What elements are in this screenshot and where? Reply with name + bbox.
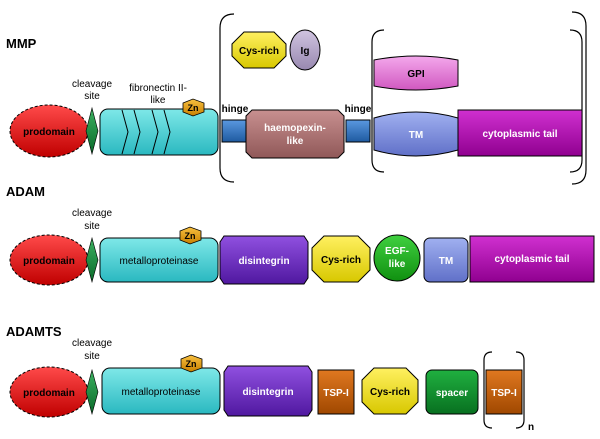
mmp-gpi: GPI [373, 55, 459, 91]
adam-disintegrin: disintegrin [219, 235, 309, 285]
svg-text:Zn: Zn [186, 359, 197, 369]
mmp-bracket-right [571, 11, 587, 185]
adamts-zn-icon: Zn [180, 354, 203, 373]
svg-text:disintegrin: disintegrin [238, 256, 289, 267]
adam-metalloproteinase: metalloproteinase [99, 237, 219, 283]
adamts-repeat-bracket-right [515, 351, 525, 429]
svg-text:prodomain: prodomain [23, 127, 75, 138]
adamts-repeat-n: n [528, 422, 534, 433]
mmp-ig: Ig [289, 29, 321, 71]
mmp-fibronectin-catalytic: fibronectin II- like [99, 83, 219, 156]
adam-tm: TM [423, 237, 469, 283]
svg-text:TSP-I: TSP-I [323, 388, 349, 399]
mmp-zn-icon: Zn [182, 98, 205, 117]
mmp-prodomain: prodomain [9, 104, 89, 158]
section-title-adam: ADAM [6, 184, 45, 199]
adamts-cleavage-site: cleavage site [72, 338, 112, 416]
mmp-hinge-2: hinge [345, 104, 372, 143]
mmp-hinge-1: hinge [221, 104, 249, 143]
adamts-metalloproteinase: metalloproteinase [101, 367, 221, 415]
svg-text:Zn: Zn [185, 231, 196, 241]
svg-text:prodomain: prodomain [23, 388, 75, 399]
adam-cleavage-site: cleavage site [72, 208, 112, 284]
svg-text:hinge: hinge [222, 104, 249, 115]
svg-text:like: like [389, 259, 406, 270]
svg-text:site: site [84, 351, 100, 362]
svg-text:cytoplasmic tail: cytoplasmic tail [494, 254, 569, 265]
section-title-mmp: MMP [6, 36, 37, 51]
mmp-bracket-left [219, 13, 235, 183]
svg-text:Cys-rich: Cys-rich [321, 255, 361, 266]
svg-text:site: site [84, 221, 100, 232]
adamts-disintegrin: disintegrin [223, 365, 313, 417]
mmp-cytoplasmic-tail: cytoplasmic tail [457, 109, 583, 157]
section-title-adamts: ADAMTS [6, 324, 62, 339]
mmp-tm: TM [373, 111, 459, 157]
adamts-tsp1-repeat: TSP-I [485, 369, 523, 415]
mmp-cys-rich: Cys-rich [231, 31, 287, 69]
svg-text:like: like [150, 95, 165, 106]
svg-text:prodomain: prodomain [23, 256, 75, 267]
svg-text:haemopexin-: haemopexin- [264, 123, 326, 134]
svg-text:TM: TM [439, 256, 453, 267]
adam-cys-rich: Cys-rich [311, 235, 371, 283]
svg-text:Cys-rich: Cys-rich [239, 46, 279, 57]
svg-text:EGF-: EGF- [385, 246, 409, 257]
adamts-spacer: spacer [425, 369, 479, 415]
svg-text:cytoplasmic tail: cytoplasmic tail [482, 129, 557, 140]
svg-text:fibronectin II-: fibronectin II- [129, 83, 187, 94]
adamts-repeat-bracket-left [483, 351, 493, 429]
adam-cytoplasmic-tail: cytoplasmic tail [469, 235, 595, 283]
adamts-cys-rich: Cys-rich [361, 367, 419, 415]
mmp-bracket-inner-left [371, 29, 385, 173]
svg-text:TSP-I: TSP-I [491, 388, 517, 399]
adamts-prodomain: prodomain [9, 366, 89, 418]
adam-prodomain: prodomain [9, 234, 89, 286]
svg-text:metalloproteinase: metalloproteinase [122, 387, 201, 398]
svg-text:cleavage: cleavage [72, 208, 112, 219]
svg-text:cleavage: cleavage [72, 79, 112, 90]
adam-egf-like: EGF- like [373, 234, 421, 282]
svg-text:Zn: Zn [188, 103, 199, 113]
svg-text:metalloproteinase: metalloproteinase [120, 256, 199, 267]
adam-zn-icon: Zn [179, 226, 202, 245]
mmp-haemopexin: haemopexin- like [245, 109, 345, 159]
svg-text:disintegrin: disintegrin [242, 387, 293, 398]
svg-text:cleavage: cleavage [72, 338, 112, 349]
svg-text:hinge: hinge [345, 104, 372, 115]
svg-text:GPI: GPI [407, 69, 424, 80]
mmp-bracket-inner-right [569, 29, 583, 173]
svg-text:TM: TM [409, 130, 423, 141]
svg-text:site: site [84, 91, 100, 102]
mmp-cleavage-site: cleavage site [72, 79, 112, 156]
svg-text:like: like [287, 136, 304, 147]
svg-text:spacer: spacer [436, 388, 468, 399]
svg-text:Ig: Ig [301, 46, 310, 57]
adamts-tsp1-first: TSP-I [317, 369, 355, 415]
svg-text:Cys-rich: Cys-rich [370, 387, 410, 398]
